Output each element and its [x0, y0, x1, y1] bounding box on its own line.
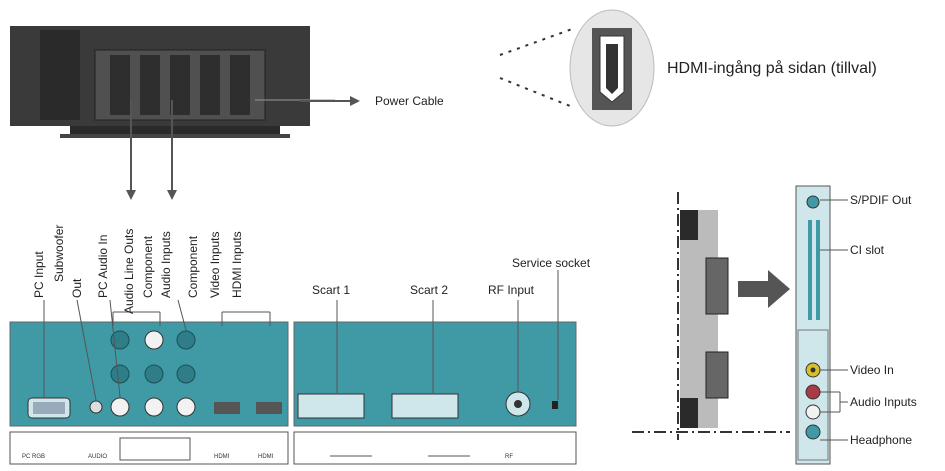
tv-rear-view: [10, 26, 335, 138]
component-label-1: Component: [141, 235, 155, 298]
audio-line-outs-label: Audio Line Outs: [122, 228, 136, 314]
arrow-right-icon: [738, 270, 790, 308]
service-socket-label: Service socket: [512, 256, 591, 270]
audio-inputs-side-label: Audio Inputs: [850, 395, 917, 409]
video-in-label: Video In: [850, 363, 894, 377]
scart1-label: Scart 1: [312, 283, 351, 297]
subwoofer-out-label: Out: [70, 278, 84, 298]
power-cable-arrow-icon: [300, 96, 360, 106]
hdmi-inputs-label: HDMI Inputs: [230, 231, 244, 298]
pc-input-label: PC Input: [32, 251, 46, 298]
side-profile: [632, 192, 790, 440]
component-label-2: Component: [186, 235, 200, 298]
hdmi-port-icon: [499, 9, 655, 127]
ci-slot-label: CI slot: [850, 243, 885, 257]
svg-text:HDMI: HDMI: [258, 454, 274, 460]
hdmi-side-label: HDMI-ingång på sidan (tillval): [667, 60, 877, 77]
svg-text:HDMI: HDMI: [214, 454, 230, 460]
down-arrow-icon: [126, 100, 177, 200]
svg-text:PC RGB: PC RGB: [22, 454, 45, 460]
subwoofer-label: Subwoofer: [52, 224, 66, 282]
scart2-label: Scart 2: [410, 283, 449, 297]
svg-text:AUDIO: AUDIO: [88, 454, 107, 460]
svg-text:RF: RF: [505, 454, 513, 460]
video-inputs-label: Video Inputs: [208, 231, 222, 299]
rear-panel-left: PC RGB AUDIO HDMI HDMI: [9, 299, 289, 465]
side-connector-panel: [795, 185, 848, 465]
power-cable-label: Power Cable: [375, 94, 444, 108]
rear-panel-right: RF: [293, 270, 577, 465]
headphone-label: Headphone: [850, 433, 913, 447]
pc-audio-in-label: PC Audio In: [96, 234, 110, 298]
rf-input-label: RF Input: [488, 283, 535, 297]
spdif-out-label: S/PDIF Out: [850, 193, 912, 207]
audio-inputs-label: Audio Inputs: [159, 231, 173, 298]
